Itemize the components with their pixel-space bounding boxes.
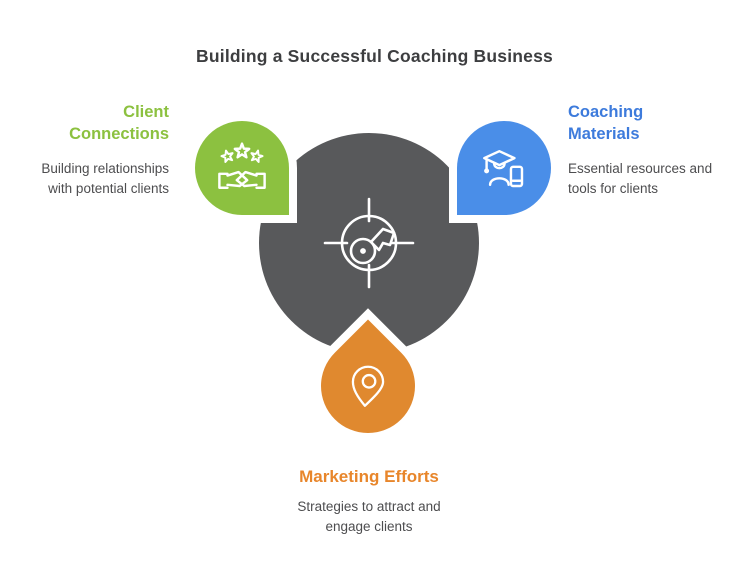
node-title: Coaching Materials xyxy=(568,103,644,143)
node-bubble-marketing-efforts xyxy=(301,319,435,453)
node-description: Strategies to attract and engage clients xyxy=(297,499,441,534)
graduate-phone-icon xyxy=(483,149,524,188)
location-pin-icon xyxy=(351,365,385,407)
node-label-marketing-efforts: Marketing Efforts Strategies to attract … xyxy=(259,466,479,536)
node-label-client-connections: Client Connections Building relationship… xyxy=(9,101,169,198)
target-key-icon xyxy=(323,197,415,289)
node-bubble-client-connections xyxy=(195,121,289,215)
node-description: Building relationships with potential cl… xyxy=(41,161,169,196)
node-bubble-coaching-materials xyxy=(457,121,551,215)
node-description: Essential resources and tools for client… xyxy=(568,161,713,196)
node-title: Marketing Efforts xyxy=(299,467,439,486)
node-label-coaching-materials: Coaching Materials Essential resources a… xyxy=(568,101,743,198)
page-title: Building a Successful Coaching Business xyxy=(196,46,553,66)
node-title: Client Connections xyxy=(69,103,169,143)
stars-handshake-icon xyxy=(218,142,266,189)
